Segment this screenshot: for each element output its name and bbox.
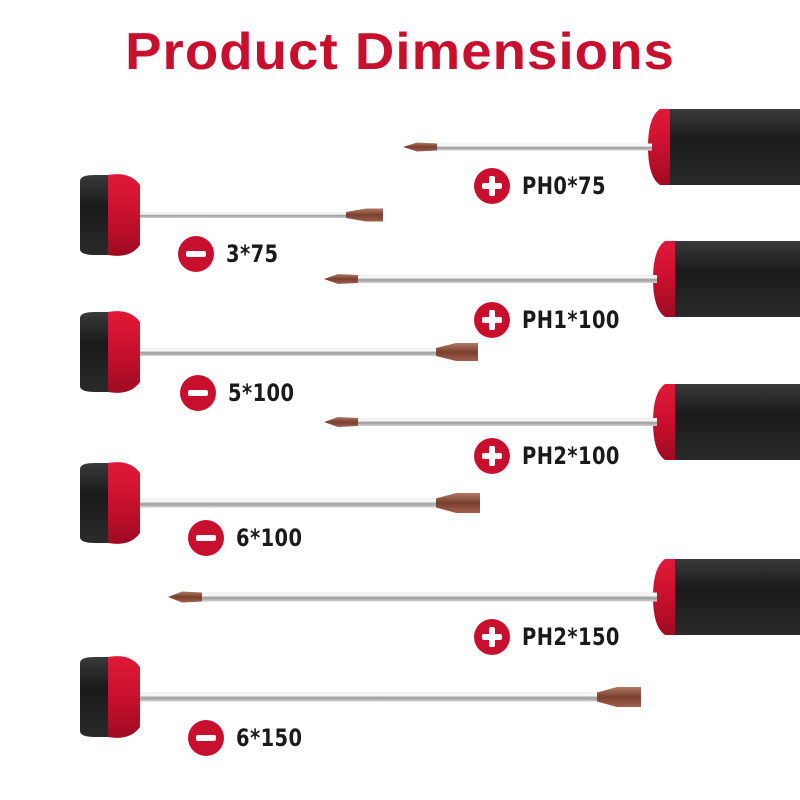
shaft (433, 143, 652, 151)
screwdriver-5x100 (80, 311, 478, 393)
handle-collar (108, 311, 140, 393)
size-label-text: PH2*100 (522, 442, 620, 470)
size-label-text: 6*150 (236, 724, 303, 752)
plus-icon (474, 438, 510, 474)
shaft (140, 212, 366, 218)
screwdriver-6x150 (80, 656, 641, 738)
size-label: PH2*100 (474, 438, 631, 474)
shaft (140, 348, 456, 356)
size-label-text: 3*75 (226, 240, 279, 268)
flat-tip (346, 208, 383, 222)
handle-grip (675, 241, 800, 317)
size-label: PH2*150 (474, 619, 631, 655)
minus-icon (180, 375, 216, 411)
minus-icon (188, 720, 224, 756)
handle-collar (108, 462, 140, 544)
handle-collar (648, 109, 676, 185)
size-label: PH0*75 (474, 168, 615, 204)
shaft (354, 275, 657, 283)
size-label: 6*150 (188, 720, 310, 756)
plus-icon (474, 302, 510, 338)
handle-collar (653, 559, 681, 635)
flat-tip (436, 343, 478, 361)
size-label-text: PH0*75 (522, 172, 606, 200)
phillips-tip (324, 274, 358, 284)
handle-collar (653, 241, 681, 317)
size-label-text: 5*100 (228, 379, 295, 407)
size-label: 6*100 (188, 520, 310, 556)
screwdriver-3x75 (80, 174, 383, 256)
handle-collar (108, 656, 140, 738)
minus-icon (188, 520, 224, 556)
screwdriver-6x100 (80, 462, 480, 544)
flat-tip (597, 687, 641, 707)
handle-collar (653, 384, 681, 460)
minus-icon (178, 236, 214, 272)
size-label: 5*100 (180, 375, 302, 411)
phillips-tip (324, 417, 358, 427)
shaft (140, 692, 617, 702)
flat-tip (436, 493, 480, 513)
size-label: PH1*100 (474, 302, 631, 338)
size-label-text: PH1*100 (522, 306, 620, 334)
handle-grip (675, 384, 800, 460)
size-label: 3*75 (178, 236, 284, 272)
shaft (354, 418, 657, 426)
handle-grip (675, 559, 800, 635)
size-label-text: 6*100 (236, 524, 303, 552)
phillips-tip (168, 591, 202, 603)
screwdriver-ph2x150 (168, 559, 800, 635)
screwdriver-ph1x100 (324, 241, 800, 317)
shaft (140, 498, 456, 508)
handle-grip (670, 109, 800, 185)
screwdriver-ph2x100 (324, 384, 800, 460)
shaft (198, 592, 657, 602)
screwdriver-ph0x75 (403, 109, 800, 185)
handle-collar (108, 174, 140, 256)
plus-icon (474, 619, 510, 655)
size-label-text: PH2*150 (522, 623, 620, 651)
plus-icon (474, 168, 510, 204)
phillips-tip (403, 142, 437, 152)
page-title: Product Dimensions (125, 23, 675, 81)
